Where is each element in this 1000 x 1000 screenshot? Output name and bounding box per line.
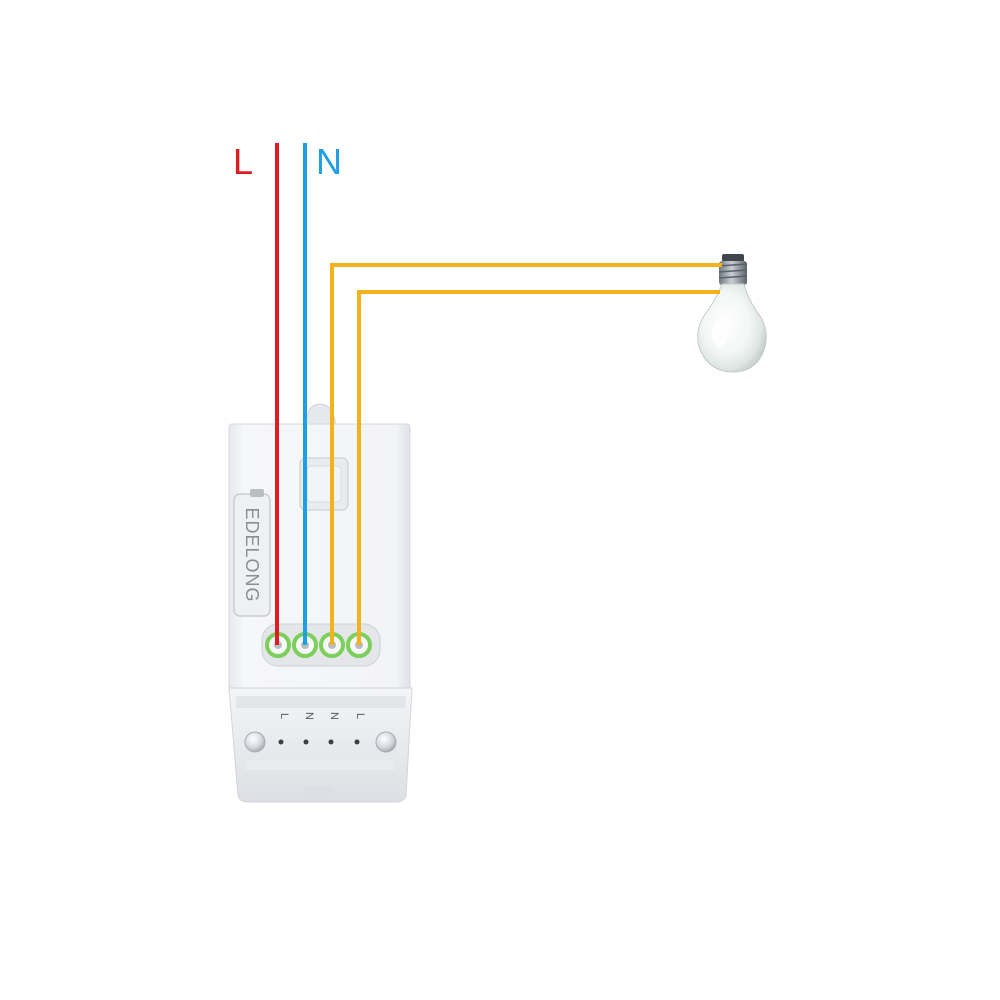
cap-label-n2: N [328, 712, 340, 720]
light-bulb-icon [697, 254, 767, 373]
switch-module: EDELONG L N N L [228, 403, 413, 803]
wires [275, 143, 722, 640]
cap-screw-right [375, 731, 397, 753]
terminals [265, 628, 372, 658]
neutral-label: N [316, 141, 342, 182]
load-wire-1 [330, 263, 722, 640]
cap-label-l1: L [278, 713, 290, 719]
cap-screw-left [244, 731, 266, 753]
mounting-tab [305, 403, 337, 429]
live-label: L [233, 141, 253, 182]
module-cap [228, 687, 413, 803]
cap-label-n1: N [303, 712, 315, 720]
brand-label: EDELONG [242, 507, 262, 602]
cap-label-l2: L [354, 713, 366, 719]
load-wire-2 [357, 290, 720, 640]
